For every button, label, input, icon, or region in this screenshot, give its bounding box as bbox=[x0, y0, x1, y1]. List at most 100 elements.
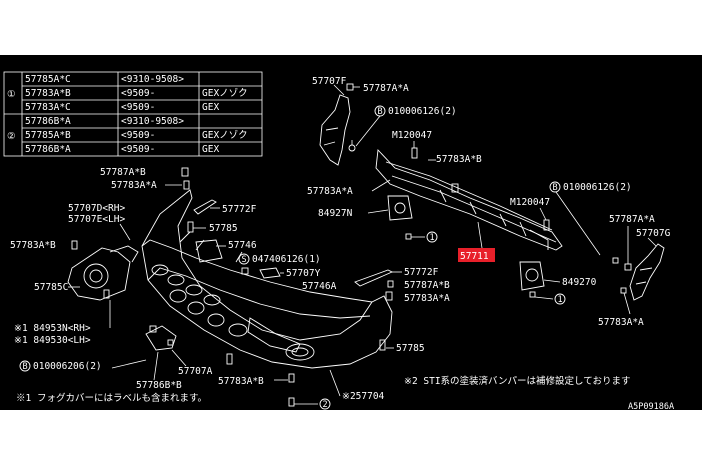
label-57707E[interactable]: 57707E<LH> bbox=[68, 214, 125, 225]
table-row-note: GEX bbox=[202, 144, 219, 155]
label-57707F[interactable]: 57707F bbox=[312, 76, 347, 87]
table-row-part[interactable]: 57783A*C bbox=[25, 102, 71, 113]
reinforcement-beam-drawing bbox=[375, 148, 563, 251]
table-row-code: <9509- bbox=[121, 130, 155, 141]
footnote-2: ※2 STI系の塗装済バンパーは補修設定しております bbox=[404, 375, 630, 387]
clip-icon bbox=[529, 291, 536, 298]
table-row-note: GEX bbox=[202, 102, 219, 113]
ref-marker-1-text: 1 bbox=[558, 295, 563, 305]
label-84927N[interactable]: 84927N bbox=[318, 208, 353, 219]
bolt-marker-letter: B bbox=[378, 107, 383, 117]
bracket-57746-drawing bbox=[195, 239, 223, 263]
label-57707Y[interactable]: 57707Y bbox=[286, 268, 321, 279]
clip-icon bbox=[387, 280, 394, 288]
label-57783A-B-mid[interactable]: 57783A*B bbox=[436, 154, 482, 165]
bolt-icon bbox=[348, 140, 356, 152]
label-57746[interactable]: 57746 bbox=[228, 240, 257, 251]
label-57746A[interactable]: 57746A bbox=[302, 281, 337, 292]
reference-code: A5P09186A bbox=[628, 402, 674, 410]
bolt-marker-letter: B bbox=[23, 362, 28, 372]
table-row-1-marker: ① bbox=[7, 89, 16, 100]
clip-icon bbox=[624, 263, 632, 271]
label-57785[interactable]: 57785 bbox=[209, 223, 238, 234]
clip-icon bbox=[620, 287, 627, 294]
label-57707D[interactable]: 57707D<RH> bbox=[68, 203, 125, 214]
table-row-note: GEXノゾク bbox=[202, 88, 248, 99]
label-57783A-B-bottom[interactable]: 57783A*B bbox=[218, 376, 264, 387]
label-57785-lower[interactable]: 57785 bbox=[396, 343, 425, 354]
label-57772F-top[interactable]: 57772F bbox=[222, 204, 257, 215]
label-57783A-B-far[interactable]: 57783A*B bbox=[10, 240, 56, 251]
molding-drawing bbox=[193, 199, 217, 215]
table-row-code: <9509- bbox=[121, 88, 155, 99]
diagram-svg: ① 57785A*C <9310-9508> 57783A*B <9509- G… bbox=[3, 71, 674, 410]
nut-icon bbox=[411, 147, 418, 159]
table-row-part[interactable]: 57786B*A bbox=[25, 144, 71, 155]
footnote-1: ※1 フォグカバーにはラベルも含まれます。 bbox=[16, 392, 207, 404]
bolt-marker-letter: B bbox=[553, 183, 558, 193]
fog-bracket-drawing bbox=[67, 245, 139, 301]
clip-icon bbox=[288, 373, 295, 383]
clip-icon bbox=[181, 167, 189, 177]
ref-marker-1-icon bbox=[554, 293, 566, 305]
bracket-57707G-drawing bbox=[629, 243, 665, 301]
clip-icon bbox=[241, 267, 249, 275]
bracket-849270-drawing bbox=[519, 261, 545, 291]
bolt-icon bbox=[379, 339, 386, 351]
part-table: ① 57785A*C <9310-9508> 57783A*B <9509- G… bbox=[3, 71, 263, 157]
label-57787A-A-right[interactable]: 57787A*A bbox=[609, 214, 655, 225]
table-row-part[interactable]: 57786B*A bbox=[25, 116, 71, 127]
label-84953N[interactable]: ※1 84953N<RH> bbox=[14, 323, 91, 334]
label-57707G[interactable]: 57707G bbox=[636, 228, 671, 239]
label-849270[interactable]: 849270 bbox=[562, 277, 597, 288]
label-010006126-right[interactable]: 010006126(2) bbox=[563, 182, 632, 193]
table-row-part[interactable]: 57785A*C bbox=[25, 74, 71, 85]
highlight-57711 bbox=[458, 248, 495, 262]
label-57707A[interactable]: 57707A bbox=[178, 366, 213, 377]
label-57783A-A-right[interactable]: 57783A*A bbox=[598, 317, 644, 328]
table-row-part[interactable]: 57783A*B bbox=[25, 88, 71, 99]
ref-marker-1-text: 1 bbox=[430, 233, 435, 243]
label-010006126-top[interactable]: 010006126(2) bbox=[388, 106, 457, 117]
label-047406126[interactable]: 047406126(1) bbox=[252, 254, 321, 265]
clip-icon bbox=[346, 83, 360, 91]
clip-icon bbox=[612, 257, 619, 264]
label-57787A-B-mid[interactable]: 57787A*B bbox=[404, 280, 450, 291]
table-row-part[interactable]: 57785A*B bbox=[25, 130, 71, 141]
table-row-code: <9310-9508> bbox=[121, 74, 184, 85]
label-M120047-right[interactable]: M120047 bbox=[510, 197, 550, 208]
label-57711-highlighted[interactable]: 57711 bbox=[460, 251, 489, 262]
label-57772F-mid[interactable]: 57772F bbox=[404, 267, 439, 278]
bracket-84927N-drawing bbox=[387, 195, 413, 221]
bolt-icon bbox=[103, 289, 110, 299]
label-849530[interactable]: ※1 849530<LH> bbox=[14, 335, 91, 346]
bolt-icon bbox=[187, 221, 194, 233]
screw-marker-icon bbox=[238, 253, 250, 265]
label-57787A-B-left[interactable]: 57787A*B bbox=[100, 167, 146, 178]
clip-icon bbox=[167, 339, 174, 346]
ref-marker-2-text: 2 bbox=[323, 400, 328, 410]
bumper-face-drawing bbox=[141, 189, 393, 369]
nut-icon bbox=[543, 219, 550, 231]
bolt-icon bbox=[226, 353, 233, 365]
clip-icon bbox=[71, 240, 78, 250]
label-257704[interactable]: ※257704 bbox=[342, 391, 385, 402]
label-57783A-A-mid[interactable]: 57783A*A bbox=[307, 186, 353, 197]
parts-diagram: ① 57785A*C <9310-9508> 57783A*B <9509- G… bbox=[0, 55, 702, 410]
label-M120047-top[interactable]: M120047 bbox=[392, 130, 432, 141]
clip-icon bbox=[405, 233, 412, 240]
label-010006206[interactable]: 010006206(2) bbox=[33, 361, 102, 372]
bracket-57707A-drawing bbox=[145, 325, 177, 351]
label-57787A-A-top[interactable]: 57787A*A bbox=[363, 83, 409, 94]
table-row-note: GEXノゾク bbox=[202, 130, 248, 141]
nut-icon bbox=[451, 183, 459, 193]
table-row-2-marker: ② bbox=[7, 131, 16, 142]
label-57783A-A-low[interactable]: 57783A*A bbox=[404, 293, 450, 304]
screw-marker-letter: S bbox=[242, 255, 247, 265]
label-57786B-B[interactable]: 57786B*B bbox=[136, 380, 182, 391]
ref-marker-1-icon bbox=[426, 231, 438, 243]
clip-icon bbox=[288, 397, 295, 407]
bolt-marker-icon bbox=[19, 360, 31, 372]
label-57783A-A-left[interactable]: 57783A*A bbox=[111, 180, 157, 191]
label-57785C[interactable]: 57785C bbox=[34, 282, 68, 293]
